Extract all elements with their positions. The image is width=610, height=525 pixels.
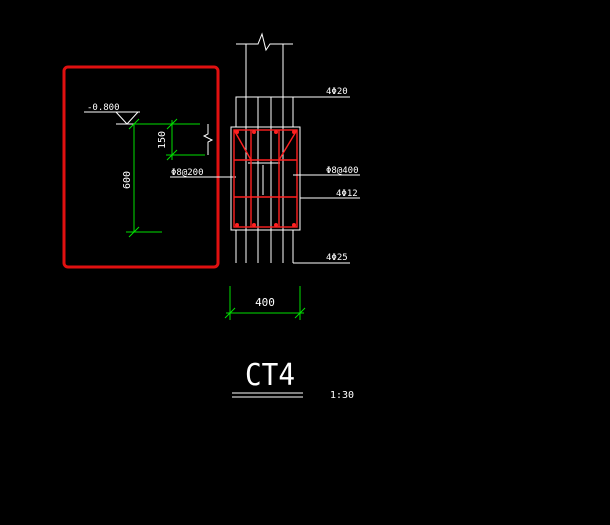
beam-section (230, 96, 301, 263)
highlight-box (62, 65, 220, 269)
elevation-label: -0.800 (87, 103, 120, 113)
rebar-dots (235, 130, 296, 227)
stirrup-spec-label: Φ8@200 (171, 168, 204, 178)
elevation-annotation (84, 111, 140, 125)
depth-dimension (126, 118, 200, 238)
upper-column (236, 32, 293, 97)
width-dimension-label: 400 (255, 296, 275, 309)
depth-dimension-label: 600 (122, 171, 133, 189)
side-stirrup-label: Φ8@400 (326, 166, 359, 176)
rebar-cage (233, 129, 298, 228)
bottom-bars-label: 4Φ25 (326, 253, 348, 263)
top-offset-dimension (166, 118, 205, 161)
scale-label: 1:30 (330, 390, 354, 401)
drawing-title: CT4 (245, 358, 295, 393)
middle-bars-label: 4Φ12 (336, 189, 358, 199)
title-underline (232, 392, 303, 398)
width-dimension (224, 286, 306, 320)
top-offset-dimension-label: 150 (157, 131, 168, 149)
rebar-leaders (271, 96, 360, 264)
top-bars-label: 4Φ20 (326, 87, 348, 97)
break-symbol (202, 124, 214, 155)
